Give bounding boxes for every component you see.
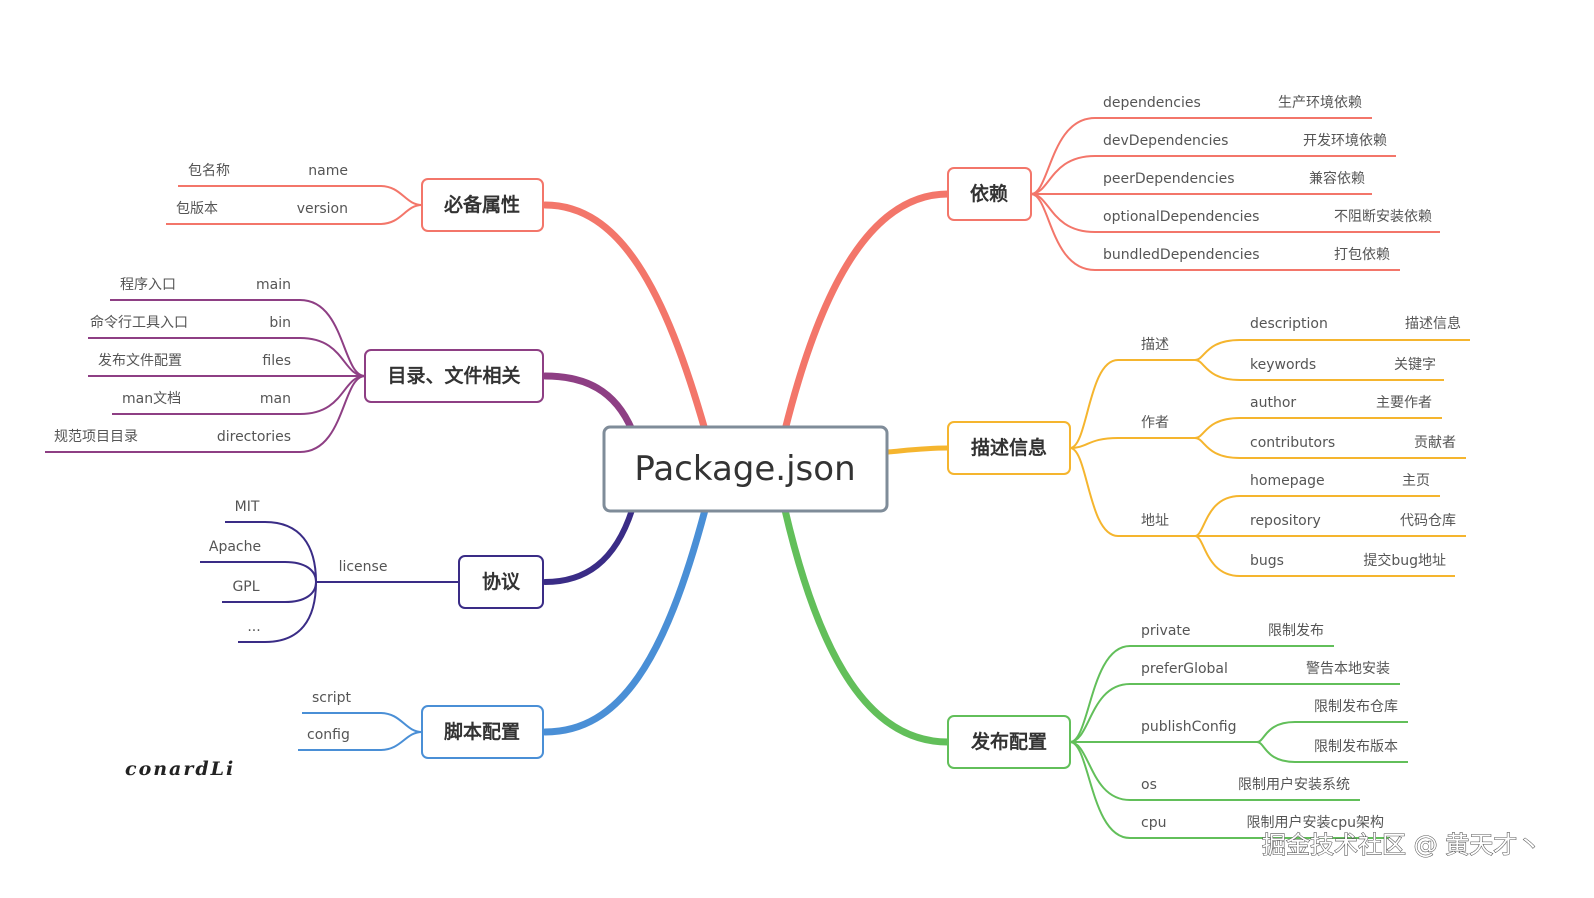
publish-title: 发布配置 [970, 730, 1047, 753]
branch-describe [1069, 339, 1470, 577]
branch-scripts [298, 712, 423, 751]
describe-key: repository [1250, 513, 1321, 529]
required-key: version [297, 201, 348, 217]
describe-desc: 主页 [1402, 473, 1430, 489]
dirs-key: directories [217, 429, 291, 445]
publish-key: os [1141, 777, 1157, 793]
branch-deps [1030, 117, 1440, 271]
dirs-title: 目录、文件相关 [387, 364, 520, 387]
dirs-key: man [260, 391, 291, 407]
scripts-node[interactable]: 脚本配置 [421, 705, 544, 759]
connector-dirs [541, 372, 636, 434]
describe-key: description [1250, 316, 1328, 332]
watermark: 掘金技术社区 @ 黄天才丶 [1262, 831, 1541, 859]
connector-describe [885, 445, 951, 455]
describe-key: homepage [1250, 473, 1325, 489]
branch-publish [1069, 645, 1408, 839]
publish-key: cpu [1141, 815, 1166, 831]
connector-license [542, 507, 635, 585]
license-item: GPL [232, 579, 259, 595]
deps-key: peerDependencies [1103, 171, 1235, 187]
required-desc: 包版本 [176, 201, 218, 217]
deps-desc: 兼容依赖 [1309, 170, 1365, 187]
required-desc: 包名称 [188, 163, 230, 179]
center-node[interactable]: Package.json [602, 425, 889, 513]
author-signature: conardLi [125, 758, 235, 780]
scripts-title: 脚本配置 [444, 720, 520, 743]
describe-group-label: 地址 [1141, 513, 1169, 529]
main-connectors [541, 190, 952, 746]
connector-scripts [541, 506, 709, 736]
deps-node[interactable]: 依赖 [947, 167, 1032, 221]
connector-publish [781, 506, 952, 746]
publish-desc: 限制用户安装系统 [1238, 776, 1350, 793]
describe-key: bugs [1250, 553, 1284, 569]
dirs-desc: 程序入口 [120, 277, 176, 293]
describe-desc: 贡献者 [1414, 435, 1456, 451]
deps-key: optionalDependencies [1103, 209, 1259, 225]
dirs-desc: 规范项目目录 [54, 428, 138, 445]
dirs-desc: 命令行工具入口 [90, 314, 188, 331]
describe-group-label: 描述 [1141, 337, 1169, 353]
required-title: 必备属性 [443, 193, 520, 216]
dirs-key: bin [269, 315, 291, 331]
license-title: 协议 [482, 570, 521, 593]
deps-desc: 不阻断安装依赖 [1334, 209, 1432, 225]
dirs-key: main [256, 277, 291, 293]
license-item: Apache [209, 539, 261, 555]
describe-key: author [1250, 395, 1296, 411]
publish-desc: 限制发布 [1268, 623, 1324, 639]
license-item: MIT [235, 499, 260, 515]
describe-node[interactable]: 描述信息 [947, 421, 1071, 475]
describe-desc: 提交bug地址 [1363, 552, 1446, 569]
publish-key: preferGlobal [1141, 661, 1228, 677]
describe-desc: 代码仓库 [1400, 513, 1456, 529]
license-item: ... [247, 619, 260, 635]
branch-dirs [45, 299, 366, 453]
describe-group-label: 作者 [1141, 415, 1169, 431]
deps-title: 依赖 [970, 182, 1008, 205]
dirs-desc: man文档 [122, 391, 181, 407]
describe-title: 描述信息 [971, 436, 1047, 459]
deps-desc: 开发环境依赖 [1303, 133, 1387, 149]
publish-sub: 限制发布仓库 [1314, 699, 1398, 715]
license-node[interactable]: 协议 [458, 555, 544, 609]
publish-desc: 警告本地安装 [1306, 661, 1390, 677]
describe-desc: 描述信息 [1405, 315, 1461, 332]
dirs-node[interactable]: 目录、文件相关 [364, 349, 544, 403]
connector-deps [781, 190, 952, 434]
dirs-desc: 发布文件配置 [98, 353, 182, 369]
publish-sub: 限制发布版本 [1314, 739, 1398, 755]
deps-desc: 生产环境依赖 [1278, 95, 1362, 111]
branch-license [200, 521, 459, 643]
center-title: Package.json [634, 449, 855, 489]
publish-key: private [1141, 623, 1191, 639]
deps-key: bundledDependencies [1103, 247, 1260, 263]
deps-key: devDependencies [1103, 133, 1228, 149]
connector-required [541, 201, 709, 434]
publish-node[interactable]: 发布配置 [947, 715, 1071, 769]
publish-key: publishConfig [1141, 719, 1237, 735]
dirs-key: files [262, 353, 291, 369]
branch-required [166, 185, 423, 225]
describe-key: contributors [1250, 435, 1335, 451]
describe-desc: 主要作者 [1376, 395, 1432, 411]
scripts-item: script [312, 690, 352, 706]
deps-desc: 打包依赖 [1334, 246, 1390, 263]
scripts-item: config [307, 727, 350, 743]
deps-key: dependencies [1103, 95, 1201, 111]
describe-desc: 关键字 [1394, 357, 1436, 373]
required-node[interactable]: 必备属性 [421, 178, 544, 232]
publish-desc: 限制用户安装cpu架构 [1247, 814, 1384, 831]
license-key: license [339, 559, 388, 575]
required-key: name [308, 163, 348, 179]
describe-key: keywords [1250, 357, 1316, 373]
